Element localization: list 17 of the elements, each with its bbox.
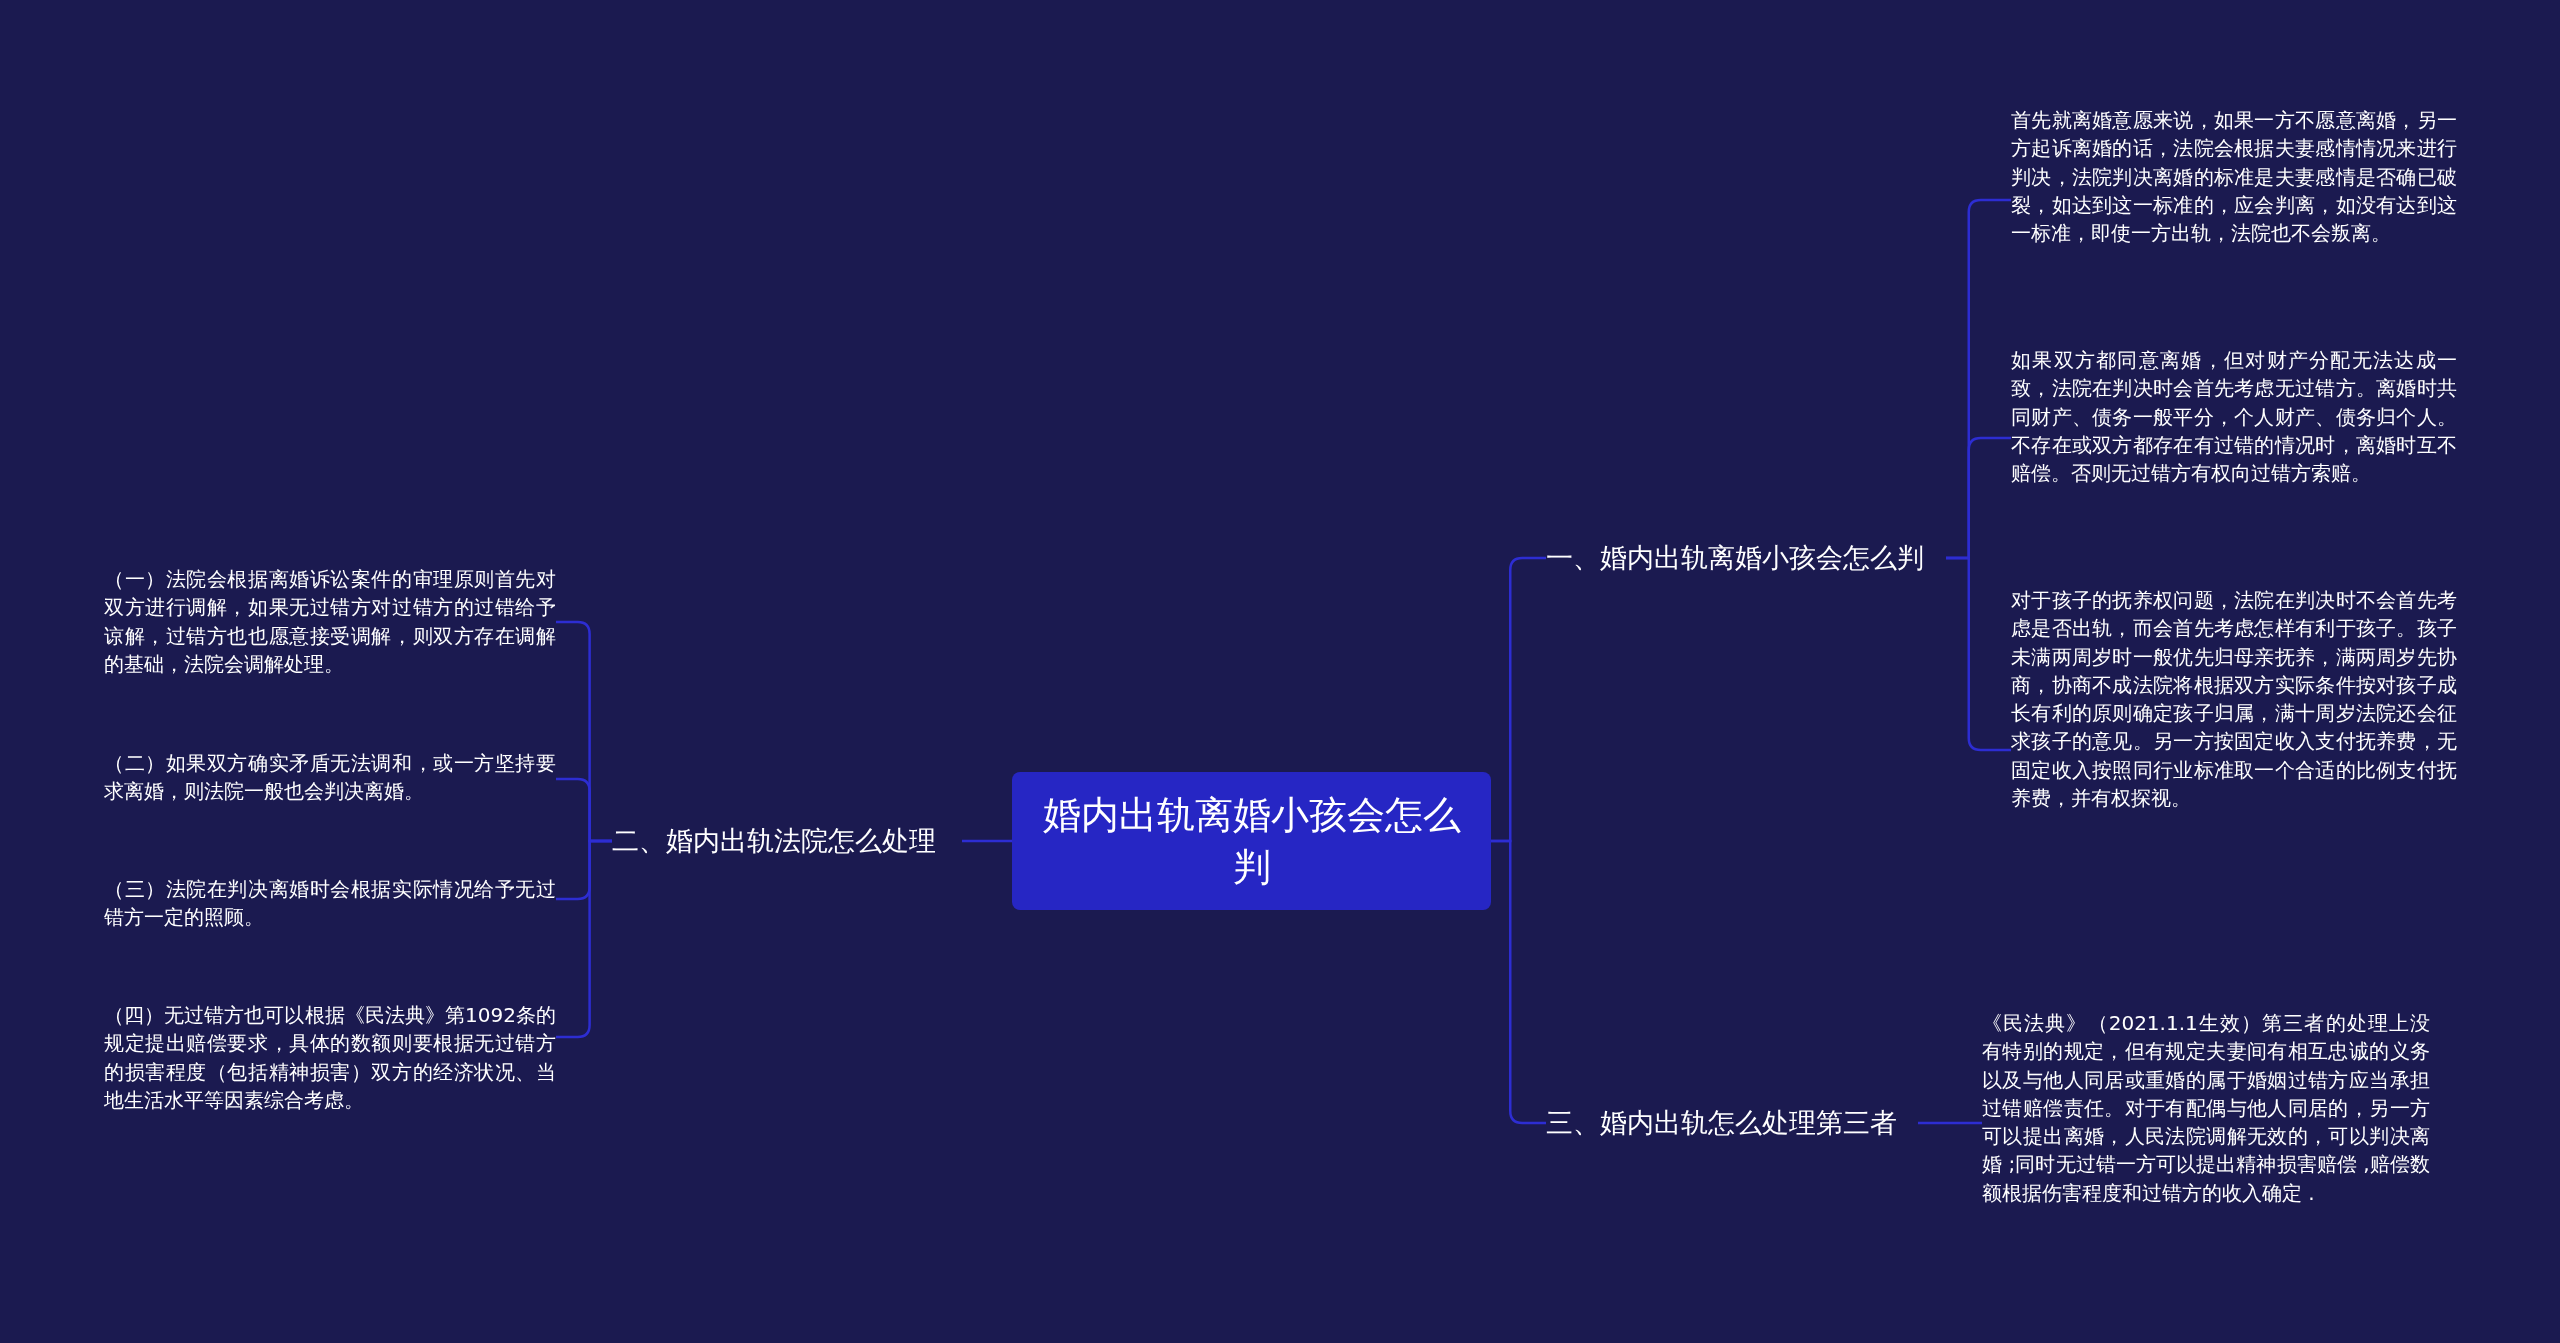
connector-line bbox=[962, 839, 1012, 843]
leaf-text: 对于孩子的抚养权问题，法院在判决时不会首先考虑是否出轨，而会首先考虑怎样有利于孩子。孩子未满两周岁时一般优先归母亲抚养，满两周岁先协商，协商不成法院将根据双方实际条件按对孩子成长有利的原则确定孩子归属，满十周岁法院还会征求孩子的意见。另一方按固定收入支付抚养费，无固定收入按照同行业标准取一个合适的比例支付抚养费，并有权探视。 bbox=[2011, 586, 2457, 846]
leaf-text: （一）法院会根据离婚诉讼案件的审理原则首先对双方进行调解，如果无过错方对过错方的过错给予谅解，过错方也也愿意接受调解，则双方存在调解的基础，法院会调解处理。 bbox=[104, 565, 556, 681]
branch-label: 三、婚内出轨怎么处理第三者 bbox=[1546, 1101, 1918, 1145]
leaf-text: 如果双方都同意离婚，但对财产分配无法达成一致，法院在判决时会首先考虑无过错方。离婚时共同财产、债务一般平分，个人财产、债务归个人。不存在或双方都存在有过错的情况时，离婚时互不赔偿。否则无过错方有权向过错方索赔。 bbox=[2011, 346, 2457, 518]
leaf-text: （二）如果双方确实矛盾无法调和，或一方坚持要求离婚，则法院一般也会判决离婚。 bbox=[104, 749, 556, 809]
leaf-text: 首先就离婚意愿来说，如果一方不愿意离婚，另一方起诉离婚的话，法院会根据夫妻感情情况来进行判决，法院判决离婚的标准是夫妻感情是否确已破裂，如达到这一标准的，应会判离，如没有达到这一标准，即使一方出轨，法院也不会叛离。 bbox=[2011, 106, 2457, 278]
leaf-text: 《民法典》（2021.1.1生效）第三者的处理上没有特别的规定，但有规定夫妻间有相互忠诚的义务以及与他人同居或重婚的属于婚姻过错方应当承担过错赔偿责任。对于有配偶与他人同居的，另一方可以提出离婚，人民法院调解无效的，可以判决离婚 ;同时无过错一方可以提出精神损害赔偿 ,赔偿数额根据伤害程度和过错方的收入确定 . bbox=[1982, 1009, 2430, 1239]
branch-label: 二、婚内出轨法院怎么处理 bbox=[612, 819, 962, 863]
connector-line bbox=[1491, 839, 1546, 1125]
leaf-text: （三）法院在判决离婚时会根据实际情况给予无过错方一定的照顾。 bbox=[104, 875, 556, 935]
leaf-text: （四）无过错方也可以根据《民法典》第1092条的规定提出赔偿要求，具体的数额则要根据无过错方的损害程度（包括精神损害）双方的经济状况、当地生活水平等因素综合考虑。 bbox=[104, 1001, 556, 1117]
connector-line bbox=[1946, 556, 2011, 752]
branch-label: 一、婚内出轨离婚小孩会怎么判 bbox=[1546, 536, 1946, 580]
connector-line bbox=[556, 839, 612, 1039]
central-topic-box: 婚内出轨离婚小孩会怎么判 bbox=[1012, 772, 1491, 910]
connector-line bbox=[1918, 1121, 1982, 1125]
